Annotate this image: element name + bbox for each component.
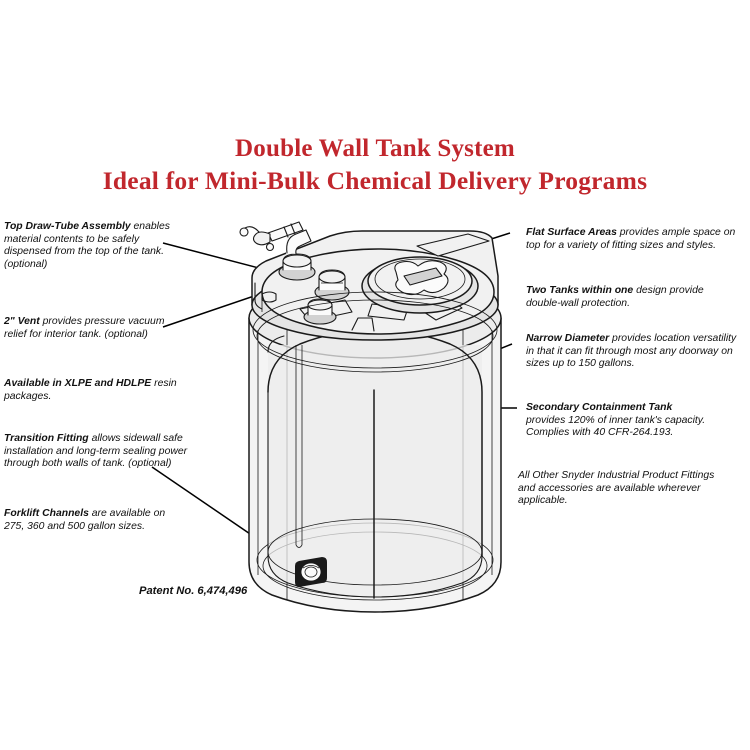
callout-flat-surface-areas: Flat Surface Areas provides ample space … — [526, 227, 744, 252]
callout-heading: 2" Vent — [4, 316, 40, 327]
callout-heading: Flat Surface Areas — [526, 227, 617, 238]
callout-body: provides location versatility in that it… — [526, 333, 737, 370]
callout-body: allows sidewall safe installation and lo… — [4, 433, 188, 470]
callout-vent: 2" Vent provides pressure vacuum relief … — [4, 316, 188, 341]
transition-fitting — [295, 557, 327, 587]
callout-body: are available on 275, 360 and 500 gallon… — [4, 508, 166, 532]
callout-heading: Transition Fitting — [4, 433, 89, 444]
callout-body: resin packages. — [4, 378, 177, 402]
callout-transition-fitting: Transition Fitting allows sidewall safe … — [4, 433, 194, 471]
callout-body: provides 120% of inner tank's capacity. … — [526, 414, 706, 439]
callout-forklift-channels: Forklift Channels are available on 275, … — [4, 508, 184, 533]
patent-number: Patent No. 6,474,496 — [139, 585, 248, 597]
callout-other-fittings: All Other Snyder Industrial Product Fitt… — [518, 470, 734, 508]
callout-body: provides ample space on top for a variet… — [526, 227, 736, 251]
callout-narrow-diameter: Narrow Diameter provides location versat… — [526, 333, 742, 371]
callout-resin-packages: Available in XLPE and HDLPE resin packag… — [4, 378, 194, 403]
callout-secondary-containment-tank: Secondary Containment Tank provides 120%… — [526, 402, 742, 440]
wall-highlights — [252, 291, 498, 575]
callout-heading: Two Tanks within one — [526, 285, 634, 296]
top-fittings — [278, 253, 350, 325]
callout-body: provides pressure vacuum relief for inte… — [4, 316, 165, 340]
title-line-2: Ideal for Mini-Bulk Chemical Delivery Pr… — [102, 165, 648, 195]
title-line-1: Double Wall Tank System — [235, 135, 515, 162]
draw-tube-valve-assembly — [239, 221, 312, 255]
callout-heading: Top Draw-Tube Assembly — [4, 221, 131, 232]
inner-tank — [267, 329, 483, 599]
page-title: Double Wall Tank System Ideal for Mini-B… — [0, 134, 750, 196]
callout-heading: Narrow Diameter — [526, 333, 610, 344]
callout-body: design provide double-wall protection. — [526, 285, 704, 309]
callout-heading: Available in XLPE and HDLPE — [4, 378, 152, 389]
callout-two-tanks-within-one: Two Tanks within one design provide doub… — [526, 285, 740, 310]
callout-body: enables material contents to be safely d… — [4, 221, 170, 270]
manway-lid — [361, 256, 479, 314]
callout-top-draw-tube-assembly: Top Draw-Tube Assembly enables material … — [4, 221, 184, 271]
callout-heading: Forklift Channels — [4, 508, 89, 519]
forklift-channel — [254, 282, 277, 312]
callout-body: All Other Snyder Industrial Product Fitt… — [518, 470, 715, 507]
callout-heading: Secondary Containment Tank — [526, 402, 673, 413]
